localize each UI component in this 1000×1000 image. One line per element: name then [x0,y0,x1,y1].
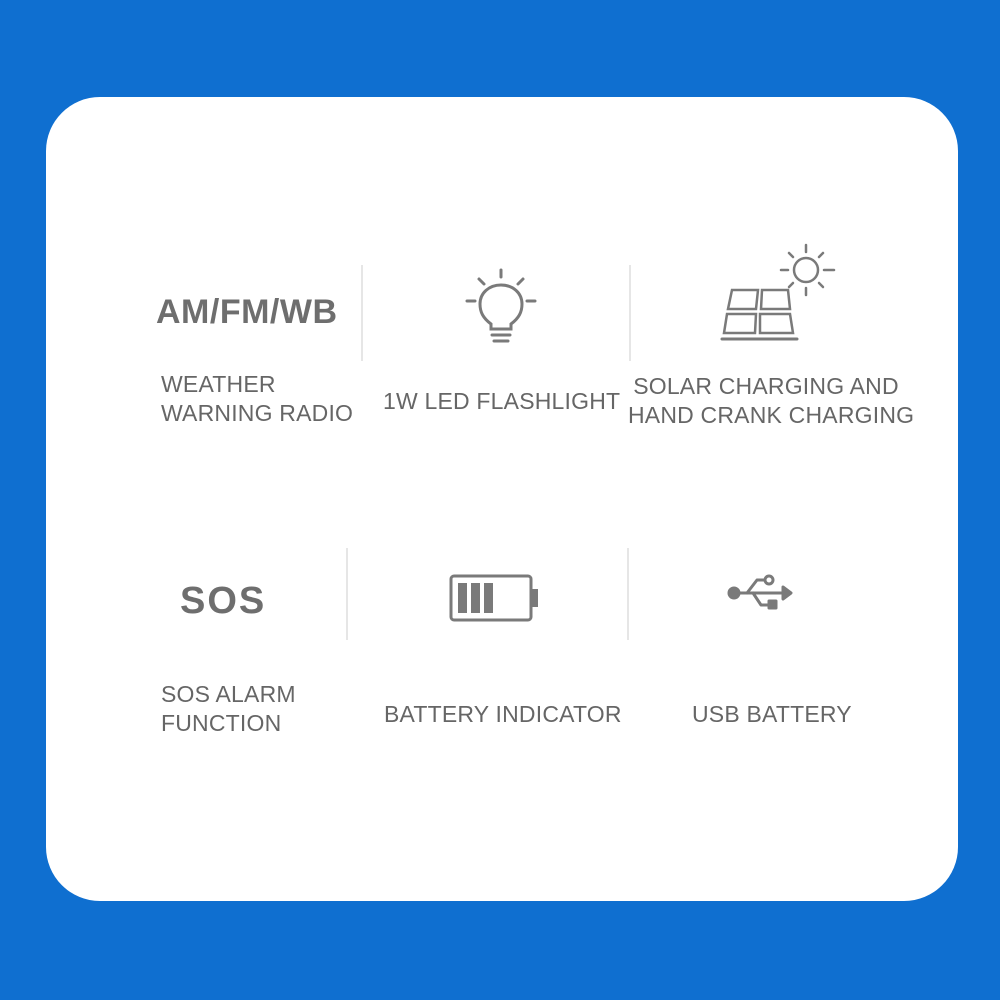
divider [627,548,629,640]
feature-badge-radio: AM/FM/WB [156,293,338,331]
caption-line: USB BATTERY [692,701,852,727]
caption-line: WEATHER [161,371,276,397]
feature-caption-flashlight: 1W LED FLASHLIGHT [383,387,620,416]
features-card [46,97,958,901]
feature-caption-usb: USB BATTERY [692,700,852,729]
feature-badge-sos: SOS [180,580,267,622]
feature-caption-sos: SOS ALARM FUNCTION [161,680,296,738]
caption-line: SOS ALARM [161,681,296,707]
caption-line: HAND CRANK CHARGING [628,402,915,428]
solar-panel-icon [720,243,836,341]
battery-icon [449,574,538,622]
usb-icon [727,574,793,610]
feature-caption-radio: WEATHER WARNING RADIO [161,370,353,428]
caption-line: 1W LED FLASHLIGHT [383,388,621,414]
feature-caption-battery: BATTERY INDICATOR [384,700,622,729]
caption-line: BATTERY INDICATOR [384,701,622,727]
caption-line: WARNING RADIO [161,400,354,426]
lightbulb-icon [465,268,537,343]
divider [361,265,363,361]
divider [629,265,631,361]
caption-line: FUNCTION [161,710,282,736]
divider [346,548,348,640]
caption-line: SOLAR CHARGING AND [633,373,899,399]
feature-caption-solar: SOLAR CHARGING AND HAND CRANK CHARGING [628,372,915,430]
